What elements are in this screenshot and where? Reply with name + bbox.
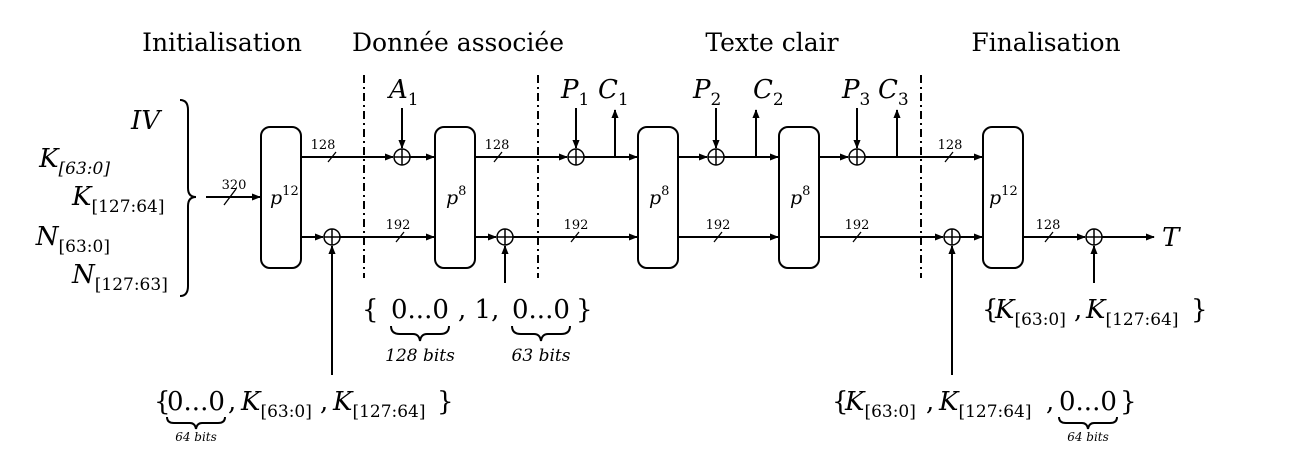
xor-p2	[707, 148, 725, 166]
width-tick-out	[1044, 231, 1054, 243]
label-a1: A1	[387, 75, 419, 110]
init-key-injection: { 0...0 , K[63:0] , K[127:64] } 64 bits	[154, 387, 454, 444]
final-key-zeros: 0...0	[1059, 387, 1117, 417]
permutation-label-5: p12	[989, 184, 1018, 209]
init-key-close-brace: }	[437, 387, 454, 417]
label-p1: P1	[560, 75, 589, 110]
width-label-bot3: 192	[706, 218, 731, 233]
padding-zeros-1: 0...0	[391, 295, 449, 325]
label-c1: C1	[598, 75, 629, 110]
width-label-top5: 128	[938, 138, 963, 153]
init-key-zeros: 0...0	[167, 387, 225, 417]
input-brace	[179, 99, 197, 297]
input-n-high: N[127:63]	[71, 260, 168, 295]
width-label-in: 320	[222, 178, 247, 193]
permutation-box-3	[637, 126, 679, 269]
init-key-open-brace: {	[154, 387, 171, 417]
width-label-out: 128	[1036, 218, 1061, 233]
padding-close-brace: }	[576, 295, 593, 325]
permutation-label-3: p8	[649, 184, 669, 209]
phase-title-finalisation: Finalisation	[971, 28, 1120, 57]
tag-key-k-low: K[63:0]	[994, 295, 1066, 330]
width-label-top1: 128	[311, 138, 336, 153]
tag-key-comma: ,	[1074, 295, 1082, 325]
label-c3: C3	[878, 75, 909, 110]
width-label-bot2: 192	[564, 218, 589, 233]
init-key-comma-1: ,	[228, 387, 236, 417]
input-n-low: N[63:0]	[35, 222, 110, 257]
xor-p1	[567, 148, 585, 166]
label-p2: P2	[692, 75, 721, 110]
tag-key-k-high: K[127:64]	[1085, 295, 1179, 330]
width-tick-top1	[327, 151, 337, 163]
init-key-comma-2: ,	[320, 387, 328, 417]
padding-constant: { 0...0 , 1, 0...0 } 128 bits 63 bits	[362, 295, 593, 366]
padding-underbrace-1	[390, 325, 450, 342]
permutation-box-5	[982, 126, 1024, 269]
input-k-high: K[127:64]	[71, 182, 165, 217]
label-p3: P3	[841, 75, 870, 110]
final-key-comma-1: ,	[926, 387, 934, 417]
xor-domain-sep	[496, 228, 514, 246]
final-key-injection: { K[63:0] , K[127:64] , 0...0 } 64 bits	[832, 387, 1137, 444]
width-label-bot4: 192	[845, 218, 870, 233]
permutation-label-2: p8	[446, 184, 466, 209]
padding-bits-1: 128 bits	[385, 346, 455, 366]
phase-title-initialisation: Initialisation	[142, 28, 302, 57]
width-label-bot1: 192	[386, 218, 411, 233]
width-tick-top5	[944, 151, 954, 163]
phase-title-associated-data: Donnée associée	[352, 28, 564, 57]
init-key-k-high: K[127:64]	[332, 387, 426, 422]
tag-key-open-brace: {	[982, 295, 999, 325]
width-tick-bot2	[570, 231, 580, 243]
width-tick-bot3	[713, 231, 723, 243]
permutation-label-1: p12	[270, 184, 299, 209]
phase-title-plaintext: Texte clair	[705, 28, 838, 57]
tag-key-close-brace: }	[1191, 295, 1208, 325]
xor-tag	[1085, 228, 1103, 246]
final-key-k-high: K[127:64]	[938, 387, 1032, 422]
xor-p3	[848, 148, 866, 166]
xor-final-key	[943, 228, 961, 246]
width-tick-bot4	[852, 231, 862, 243]
final-key-k-low: K[63:0]	[844, 387, 916, 422]
width-label-top2: 128	[485, 138, 510, 153]
input-k-low: K[63:0]	[38, 144, 110, 179]
permutation-box-1	[260, 126, 302, 269]
padding-zeros-2: 0...0	[512, 295, 570, 325]
permutation-label-4: p8	[790, 184, 810, 209]
padding-open-brace: {	[362, 295, 379, 325]
xor-ad	[393, 148, 411, 166]
final-key-underbrace	[1058, 416, 1118, 430]
xor-init-key	[323, 228, 341, 246]
final-key-close-brace: }	[1120, 387, 1137, 417]
tag-key-injection: { K[63:0] , K[127:64] }	[982, 295, 1208, 330]
permutation-box-2	[434, 126, 476, 269]
width-tick-top2	[493, 151, 503, 163]
padding-underbrace-2	[511, 325, 571, 342]
init-key-underbrace	[166, 416, 226, 430]
permutation-box-4	[778, 126, 820, 269]
init-key-k-low: K[63:0]	[240, 387, 312, 422]
final-key-bits: 64 bits	[1067, 430, 1109, 444]
label-c2: C2	[753, 75, 784, 110]
final-key-comma-2: ,	[1046, 387, 1054, 417]
width-tick-in	[223, 188, 237, 206]
input-iv: IV	[130, 106, 162, 136]
tag-label: T	[1162, 223, 1181, 253]
width-tick-bot1	[395, 231, 405, 243]
init-key-bits: 64 bits	[175, 430, 217, 444]
padding-middle: , 1,	[458, 295, 499, 325]
final-key-open-brace: {	[832, 387, 849, 417]
padding-bits-2: 63 bits	[512, 346, 571, 366]
